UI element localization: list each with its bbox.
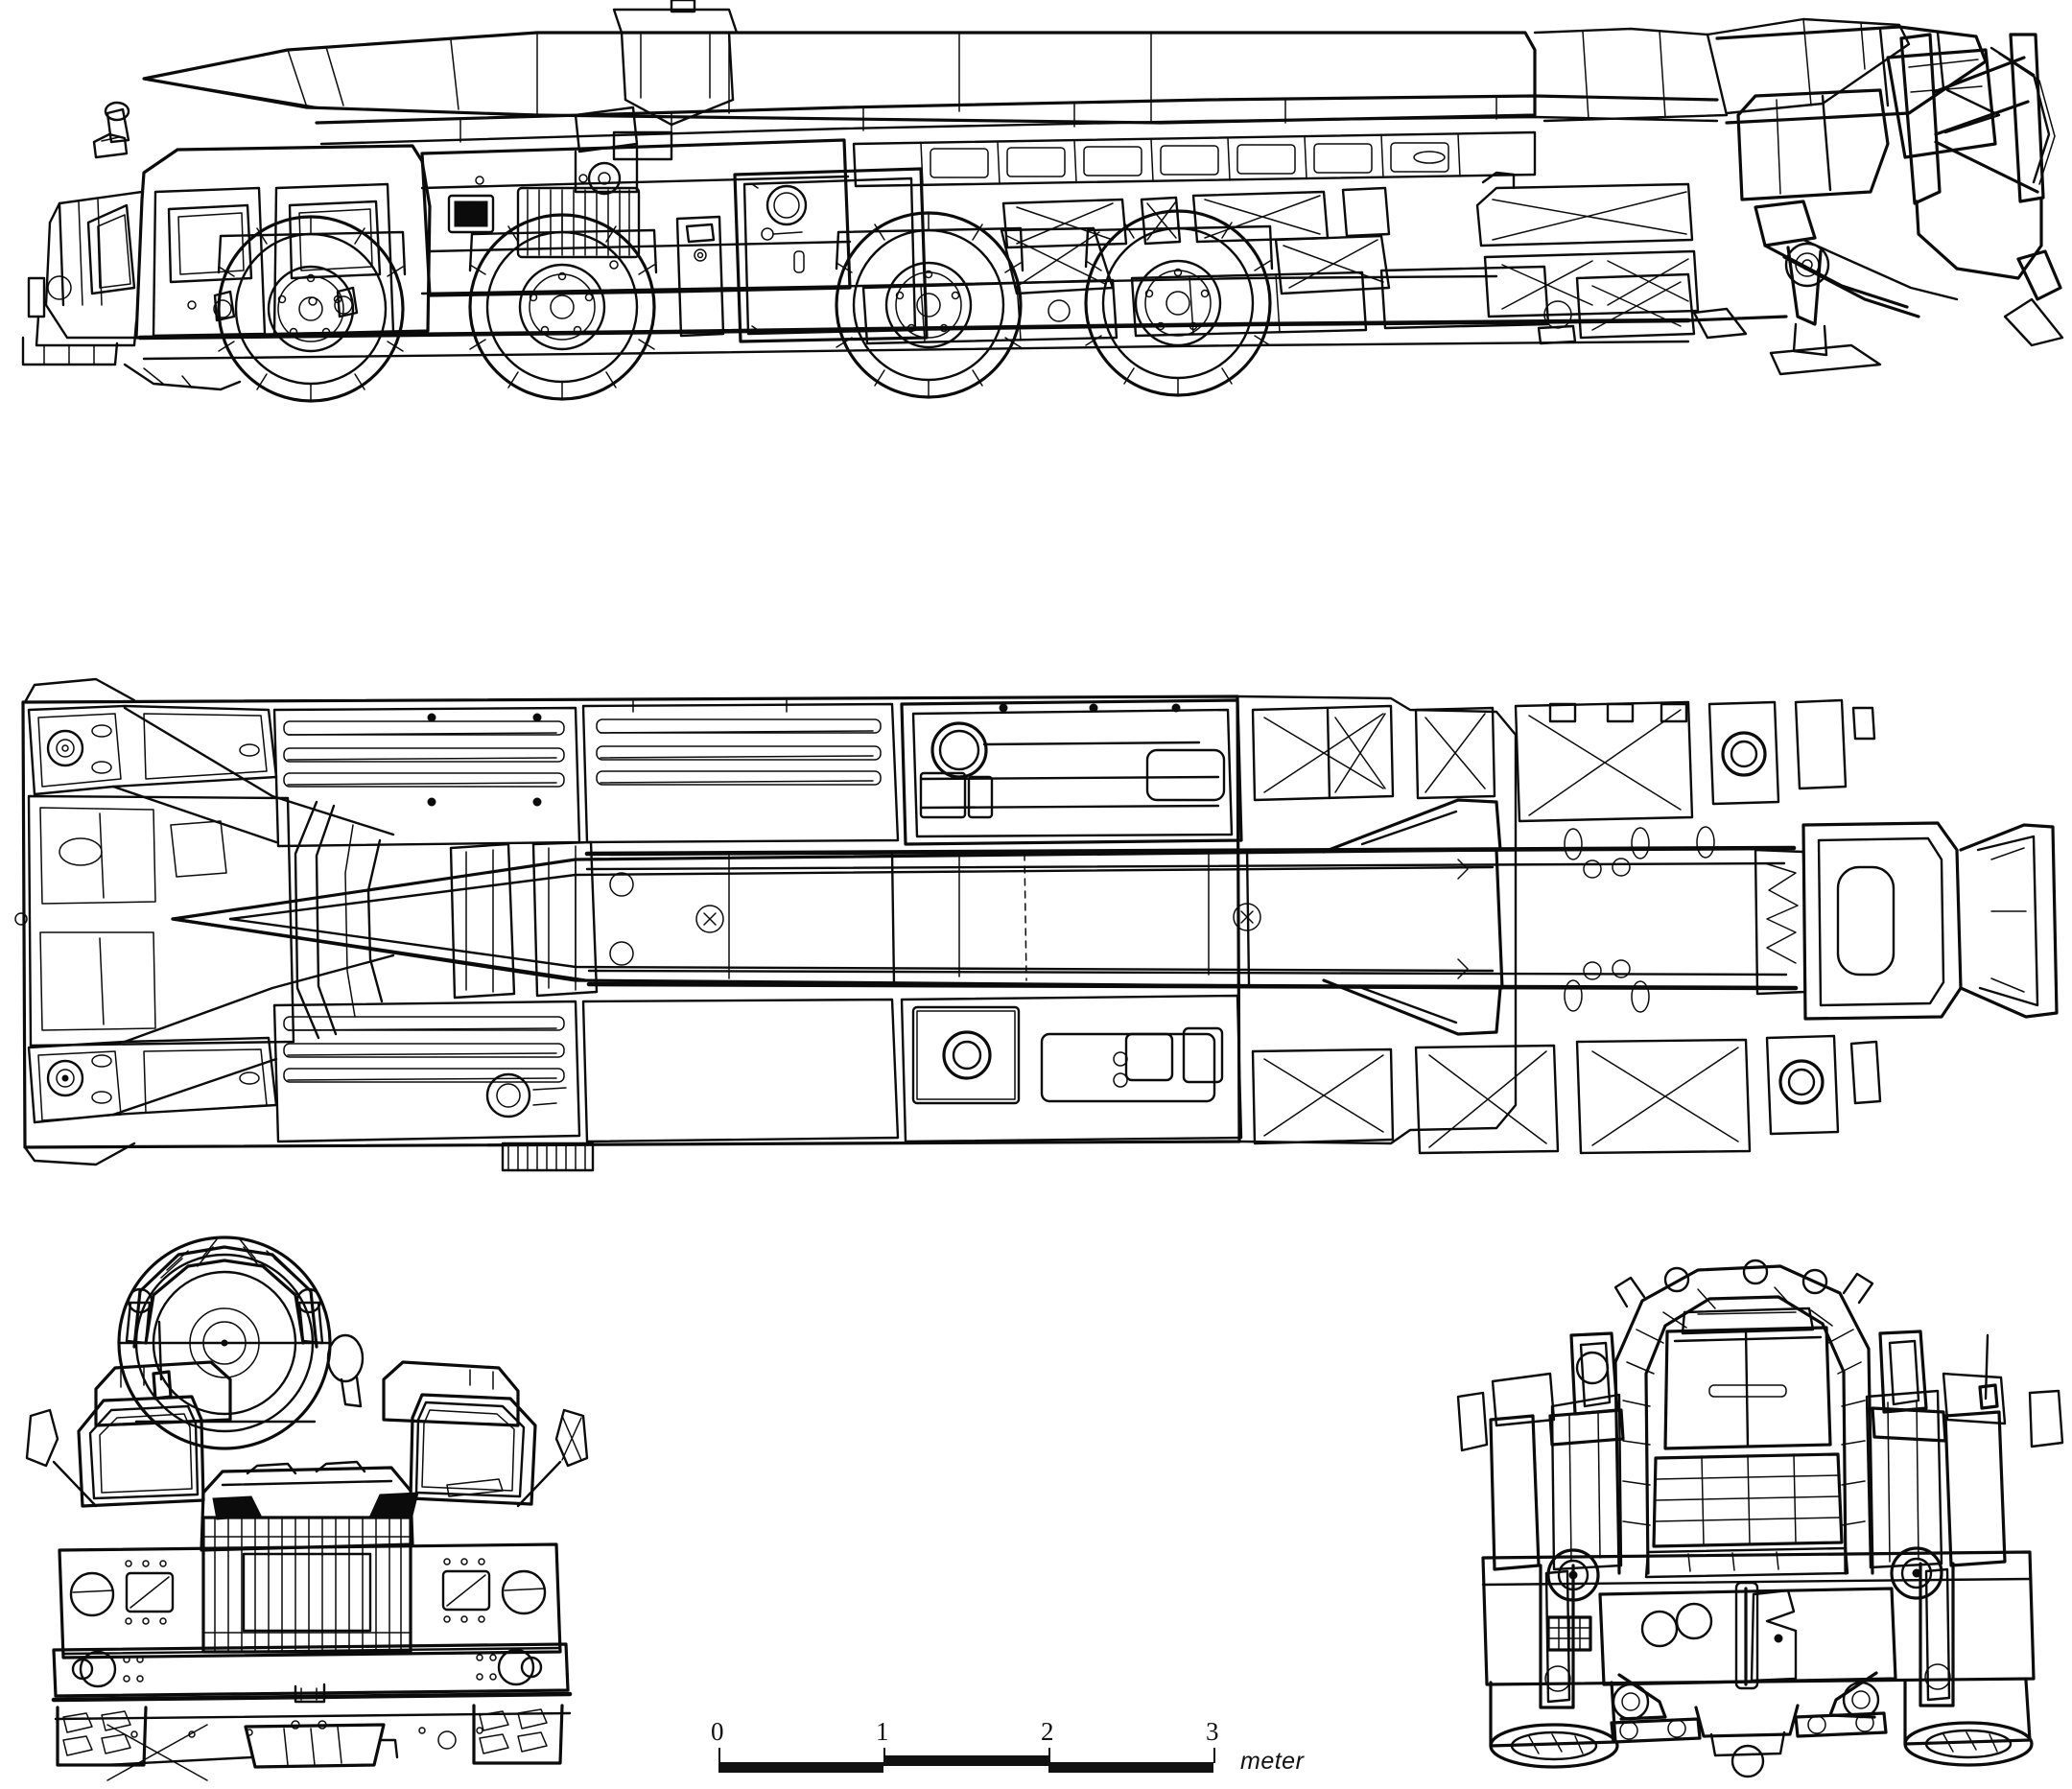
side-x-panel-2 bbox=[1483, 249, 1700, 318]
side-x-panel-1 bbox=[1475, 182, 1694, 247]
scale-tick-label-3: 3 bbox=[1206, 1717, 1219, 1746]
rear-view bbox=[1456, 1228, 2072, 1778]
scale-tick-0 bbox=[718, 1748, 720, 1763]
plan-view bbox=[0, 671, 2072, 1172]
scale-segment-1-2 bbox=[883, 1755, 1048, 1766]
scale-unit-label: meter bbox=[1240, 1748, 1305, 1775]
wheel-axle-3 bbox=[835, 211, 1024, 399]
plan-view-geometry bbox=[14, 677, 2059, 1172]
scale-tick-3 bbox=[1213, 1748, 1215, 1763]
scale-tick-label-0: 0 bbox=[711, 1717, 724, 1746]
scale-tick-label-2: 2 bbox=[1041, 1717, 1054, 1746]
wheel-axle-1 bbox=[217, 215, 407, 403]
plan-x-panels-upper bbox=[1251, 698, 1876, 823]
side-view bbox=[0, 0, 2072, 432]
rear-view-geometry bbox=[1456, 1259, 2064, 1778]
wheel-axle-4 bbox=[1084, 209, 1274, 397]
wheel-axle-2 bbox=[468, 213, 658, 401]
scale-segment-2-3 bbox=[1048, 1762, 1213, 1773]
front-view bbox=[0, 1228, 614, 1781]
scale-tick-2 bbox=[1048, 1748, 1050, 1763]
front-view-geometry bbox=[25, 1236, 589, 1781]
plan-x-panels-lower bbox=[1251, 1034, 1882, 1155]
scale-tick-label-1: 1 bbox=[876, 1717, 889, 1746]
scale-bar: 0 1 2 3 meter bbox=[711, 1717, 1329, 1784]
scale-segment-0-1 bbox=[718, 1762, 883, 1773]
side-view-geometry bbox=[21, 0, 2064, 403]
